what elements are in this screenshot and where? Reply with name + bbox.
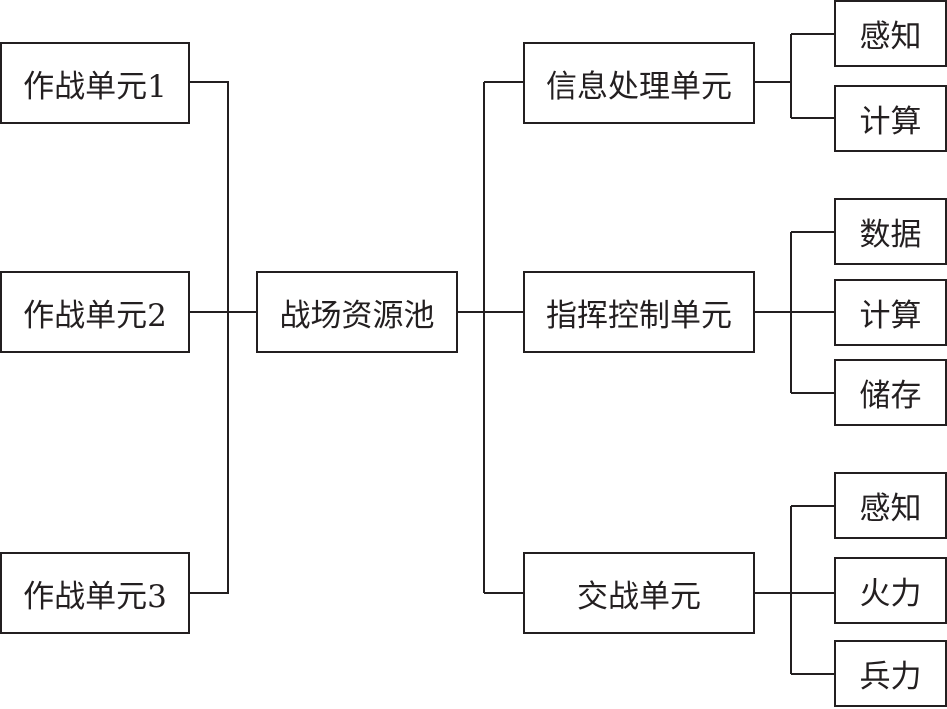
combat-unit-2: 作战单元2 (0, 271, 190, 353)
info-unit-capability: 计算 (834, 85, 947, 152)
command-unit-capability: 储存 (834, 359, 947, 426)
engagement-unit-capability: 感知 (834, 472, 947, 539)
connector-combat-unit-3 (189, 312, 229, 594)
engagement-unit-capability: 火力 (834, 557, 947, 624)
engagement-unit-capability: 兵力 (834, 640, 947, 707)
info-unit-capability: 感知 (834, 0, 947, 67)
command-unit-capability: 计算 (834, 279, 947, 346)
connector-combat-unit-1 (189, 81, 229, 312)
battlefield-resource-pool: 战场资源池 (256, 271, 458, 353)
info-processing-unit: 信息处理单元 (523, 42, 755, 124)
engagement-unit: 交战单元 (523, 552, 755, 634)
combat-unit-1: 作战单元1 (0, 42, 190, 124)
command-unit-capability: 数据 (834, 198, 947, 265)
command-control-unit: 指挥控制单元 (523, 271, 755, 353)
combat-unit-3: 作战单元3 (0, 552, 190, 634)
